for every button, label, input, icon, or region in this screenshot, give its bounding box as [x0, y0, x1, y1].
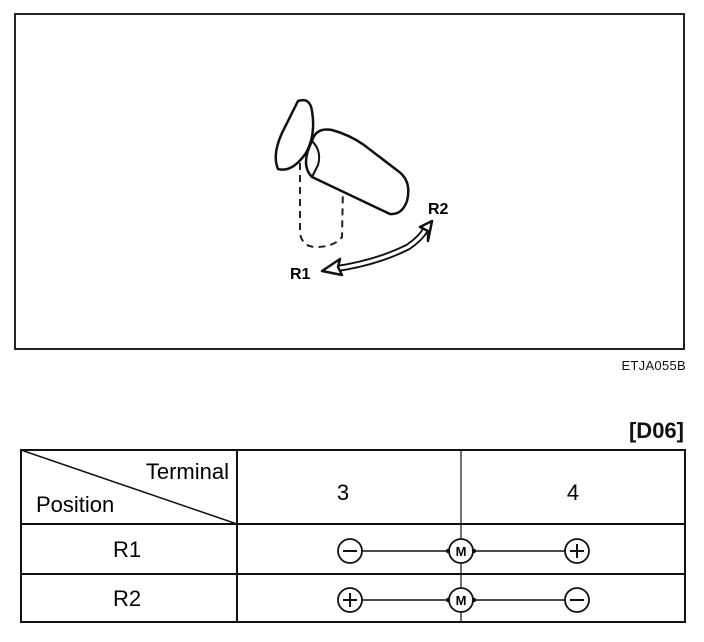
mirror-ghost-outline — [299, 134, 345, 249]
motor-label: M — [456, 544, 467, 559]
label-r2: R2 — [428, 201, 449, 218]
row-r1-wiring: M — [337, 538, 590, 564]
arrowhead-r1 — [320, 257, 344, 277]
header-terminal: Terminal — [146, 459, 229, 484]
mirror-illustration-frame: R1 R2 — [14, 13, 685, 350]
terminal-4-header: 4 — [567, 480, 579, 505]
terminal-3-header: 3 — [337, 480, 349, 505]
row-label-r2: R2 — [113, 586, 141, 611]
connector-code: [D06] — [628, 418, 684, 443]
mirror-base — [274, 98, 315, 171]
header-position: Position — [36, 492, 114, 517]
label-r1: R1 — [290, 266, 311, 283]
arrowhead-r2 — [418, 219, 434, 243]
motor-label: M — [456, 593, 467, 608]
header-diagonal — [20, 449, 238, 525]
mirror-glass-edge — [311, 140, 321, 178]
figure-code: ETJA055B — [621, 358, 686, 373]
row-label-r1: R1 — [113, 537, 141, 562]
row-r2-wiring: M — [337, 587, 590, 613]
mirror-body — [304, 128, 410, 216]
mirror-illustration: R1 R2 — [274, 98, 449, 283]
